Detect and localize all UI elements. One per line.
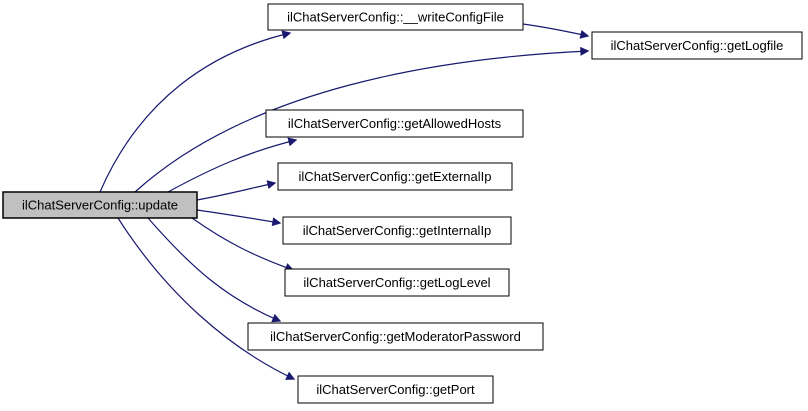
edge-update-writeConfigFile	[99, 30, 292, 193]
node-getExternalIp-box	[277, 162, 513, 191]
node-update-label: ilChatServerConfig::update	[22, 198, 178, 213]
node-getModeratorPassword-box	[247, 322, 544, 351]
node-writeConfigFile-box	[267, 3, 524, 31]
node-update: ilChatServerConfig::update	[2, 191, 198, 219]
node-getExternalIp[interactable]: ilChatServerConfig::getExternalIp	[277, 162, 513, 191]
node-getLogfile-label: ilChatServerConfig::getLogfile	[611, 38, 784, 53]
node-getLogLevel[interactable]: ilChatServerConfig::getLogLevel	[284, 268, 510, 297]
node-getLogLevel-box	[284, 268, 510, 297]
edge-update-getAllowedHosts	[167, 137, 298, 193]
node-getLogfile[interactable]: ilChatServerConfig::getLogfile	[591, 31, 803, 60]
node-update-box	[2, 191, 198, 219]
edge-writeConfigFile-getLogfile	[522, 23, 590, 39]
edge-update-getPort	[117, 217, 296, 380]
node-getLogfile-box	[591, 31, 803, 60]
node-getInternalIp-box	[282, 216, 512, 245]
node-getAllowedHosts-label: ilChatServerConfig::getAllowedHosts	[288, 116, 502, 131]
node-writeConfigFile-label: ilChatServerConfig::__writeConfigFile	[287, 10, 504, 25]
node-getPort-box	[297, 375, 494, 404]
node-getPort-label: ilChatServerConfig::getPort	[316, 382, 475, 397]
edge-update-getLogfile	[134, 46, 590, 193]
node-getModeratorPassword-label: ilChatServerConfig::getModeratorPassword	[270, 329, 521, 344]
node-getLogLevel-label: ilChatServerConfig::getLogLevel	[303, 275, 490, 290]
node-writeConfigFile[interactable]: ilChatServerConfig::__writeConfigFile	[267, 3, 524, 31]
edge-update-getLogLevel	[191, 217, 295, 272]
edge-update-getExternalIp	[196, 180, 277, 201]
edges	[99, 23, 590, 380]
node-getExternalIp-label: ilChatServerConfig::getExternalIp	[299, 169, 492, 184]
node-getModeratorPassword[interactable]: ilChatServerConfig::getModeratorPassword	[247, 322, 544, 351]
node-getInternalIp[interactable]: ilChatServerConfig::getInternalIp	[282, 216, 512, 245]
edge-update-getInternalIp	[196, 209, 282, 227]
node-getAllowedHosts-box	[265, 109, 524, 138]
node-getPort[interactable]: ilChatServerConfig::getPort	[297, 375, 494, 404]
edge-update-getModeratorPassword	[147, 217, 282, 323]
node-getAllowedHosts[interactable]: ilChatServerConfig::getAllowedHosts	[265, 109, 524, 138]
node-getInternalIp-label: ilChatServerConfig::getInternalIp	[303, 223, 492, 238]
